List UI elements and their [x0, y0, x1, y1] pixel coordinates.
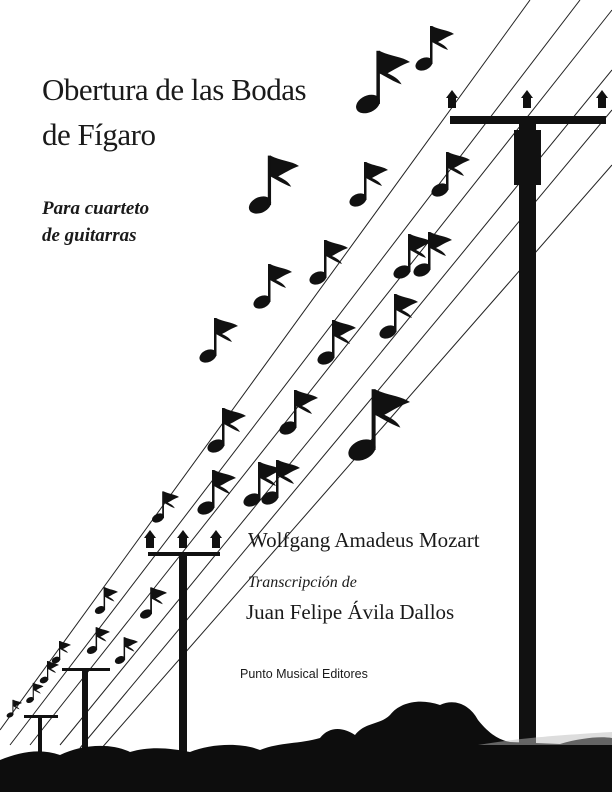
- subtitle-line-2: de guitarras: [42, 225, 137, 246]
- music-note-icon: [5, 699, 23, 719]
- music-note-icon: [197, 318, 238, 366]
- music-note-icon: [138, 587, 167, 621]
- music-note-icon: [241, 462, 282, 510]
- transcriber-name: Juan Felipe Ávila Dallos: [246, 600, 455, 624]
- music-note-icon: [246, 155, 299, 218]
- utility-pole-large: [446, 90, 608, 760]
- music-note-icon: [251, 264, 292, 312]
- music-note-icon: [347, 162, 388, 210]
- title-line-2: de Fígaro: [42, 117, 156, 152]
- title-line-1: Obertura de las Bodas: [42, 72, 307, 107]
- utility-pole-small: [24, 668, 110, 760]
- music-note-icon: [413, 26, 454, 74]
- music-note-icon: [315, 320, 356, 368]
- music-note-icon: [429, 152, 470, 200]
- music-note-icon: [344, 389, 410, 465]
- music-note-icon: [50, 641, 71, 665]
- treeline-silhouette: [0, 701, 612, 792]
- publisher-name: Punto Musical Editores: [240, 667, 368, 681]
- music-note-icon: [25, 682, 44, 705]
- music-note-icon: [93, 587, 118, 616]
- utility-pole-medium: [144, 530, 222, 760]
- subtitle-line-1: Para cuarteto: [42, 198, 150, 219]
- transcription-label: Transcripción de: [248, 574, 357, 591]
- music-note-icon: [353, 50, 410, 117]
- music-note-icon: [307, 240, 348, 288]
- music-note-icon: [113, 637, 138, 666]
- composer-name: Wolfgang Amadeus Mozart: [248, 528, 480, 552]
- music-note-icon: [205, 408, 246, 456]
- music-note-icon: [277, 390, 318, 438]
- music-note-icon: [150, 491, 179, 525]
- music-note-icon: [377, 294, 418, 342]
